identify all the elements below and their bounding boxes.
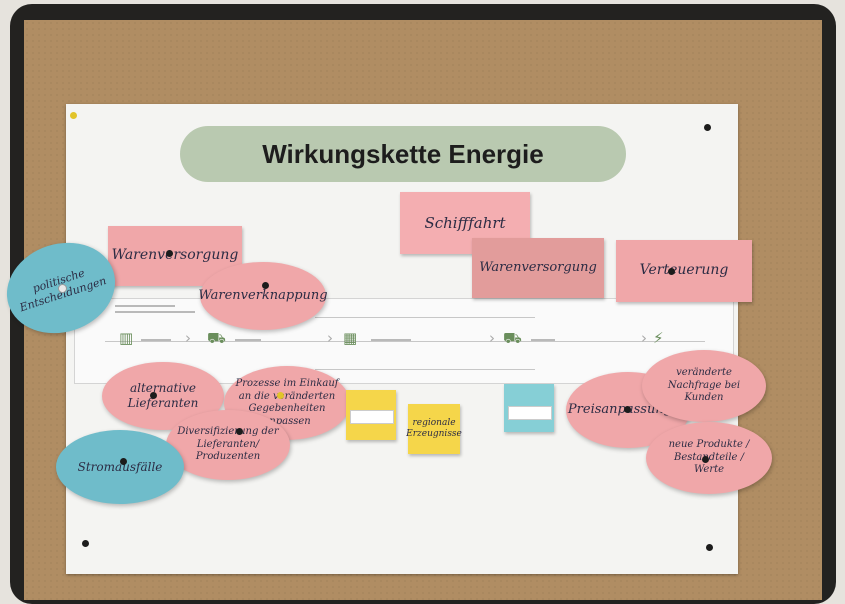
note-schifffahrt: Schifffahrt bbox=[400, 192, 530, 254]
van-icon: ⛟ bbox=[503, 329, 522, 347]
arrow-icon: › bbox=[489, 329, 495, 347]
note-verteuerung: Verteuerung bbox=[616, 240, 752, 302]
pushpin bbox=[624, 406, 631, 413]
pushpin bbox=[706, 544, 713, 551]
chain-line-top bbox=[315, 317, 535, 318]
print-text bbox=[115, 305, 175, 307]
printed-label bbox=[350, 410, 394, 424]
chain-line-bottom bbox=[315, 369, 535, 370]
warehouse-icon: ▦ bbox=[343, 329, 358, 347]
note-warenverknappung: Warenverknappung bbox=[198, 262, 328, 330]
pushpin bbox=[262, 282, 269, 289]
note-stromausfall: Stromausfälle bbox=[56, 430, 184, 504]
truck-icon: ⛟ bbox=[207, 329, 226, 347]
print-text bbox=[141, 339, 171, 341]
arrow-icon: › bbox=[327, 329, 333, 347]
pushpin bbox=[668, 268, 675, 275]
print-text bbox=[371, 339, 411, 341]
note-diversifizierung: Diversifizierung der Lieferanten/ Produz… bbox=[166, 410, 290, 480]
pushpin bbox=[82, 540, 89, 547]
note-regionale-erzeugnisse: regionale Erzeugnisse bbox=[406, 404, 462, 454]
note-cyan-label bbox=[504, 384, 554, 432]
pushpin bbox=[236, 428, 243, 435]
print-text bbox=[115, 311, 195, 313]
arrow-icon: › bbox=[185, 329, 191, 347]
pushpin bbox=[277, 392, 284, 399]
printed-label bbox=[508, 406, 552, 420]
pushpin bbox=[704, 124, 711, 131]
note-veraenderte-nachfrage: veränderte Nachfrage bei Kunden bbox=[642, 350, 766, 422]
print-text bbox=[531, 339, 555, 341]
pushpin bbox=[58, 284, 67, 293]
pushpin bbox=[702, 456, 709, 463]
note-yellow-label bbox=[346, 390, 396, 440]
pushpin bbox=[166, 250, 173, 257]
pushpin bbox=[150, 392, 157, 399]
factory-icon: ▥ bbox=[119, 329, 134, 347]
plug-icon: ⚡ bbox=[653, 329, 664, 347]
pushpin bbox=[70, 112, 77, 119]
pushpin bbox=[120, 458, 127, 465]
note-warenversorgung-mid: Warenversorgung bbox=[472, 238, 604, 298]
chain-line bbox=[105, 341, 705, 342]
note-prozesse-einkauf: Prozesse im Einkauf an die veränderten G… bbox=[224, 366, 350, 440]
arrow-icon: › bbox=[641, 329, 647, 347]
poster-title: Wirkungskette Energie bbox=[180, 126, 626, 182]
print-text bbox=[235, 339, 261, 341]
note-produkte-bestandteile: neue Produkte / Bestandteile / Werte bbox=[646, 422, 772, 494]
